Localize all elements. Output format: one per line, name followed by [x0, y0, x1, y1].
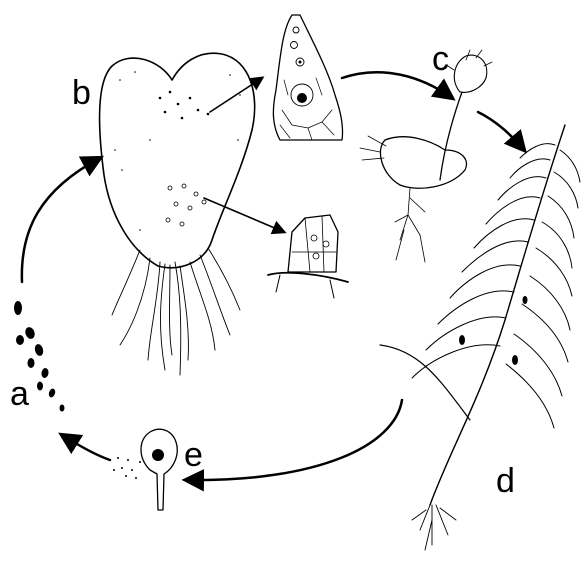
label-e: e — [184, 436, 203, 474]
prothallus — [100, 53, 284, 375]
archegonium — [273, 15, 342, 140]
label-b: b — [72, 74, 91, 112]
arrow-c-to-d — [478, 112, 524, 150]
sporangium — [113, 429, 177, 510]
label-d: d — [496, 462, 515, 500]
arrow-d-to-e — [186, 400, 402, 480]
arrow-e-to-a — [62, 435, 110, 460]
antheridium — [268, 215, 348, 298]
label-a: a — [10, 375, 29, 413]
arrow-a-to-b — [22, 158, 100, 282]
label-c: c — [432, 40, 449, 78]
